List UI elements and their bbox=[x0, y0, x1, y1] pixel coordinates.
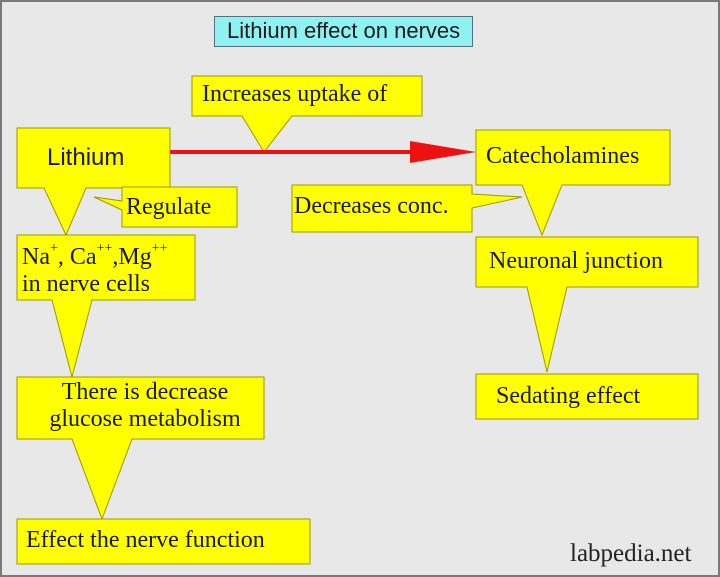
label-glucose: There is decrease glucose metabolism bbox=[30, 379, 260, 433]
ion-mg: ,Mg bbox=[112, 244, 152, 270]
label-regulate: Regulate bbox=[126, 194, 212, 220]
callout-catecholamines-shape bbox=[475, 129, 671, 237]
ion-mg-charge: ++ bbox=[151, 241, 168, 256]
callout-neuronal-junction-shape bbox=[475, 236, 699, 373]
label-lithium: Lithium bbox=[47, 144, 125, 171]
callout-decreases-conc-shape bbox=[291, 184, 523, 233]
diagram-title: Lithium effect on nerves bbox=[214, 16, 474, 47]
callout-regulate-shape bbox=[93, 186, 238, 228]
ion-na: Na bbox=[22, 244, 50, 270]
label-nerve-function: Effect the nerve function bbox=[26, 527, 265, 553]
label-decreases-conc: Decreases conc. bbox=[294, 193, 449, 219]
uptake-arrow-head bbox=[410, 141, 476, 163]
glucose-line1: There is decrease bbox=[61, 379, 229, 405]
label-ions: Na+, Ca++,Mg++ in nerve cells bbox=[22, 241, 168, 298]
label-neuronal-junction: Neuronal junction bbox=[489, 248, 663, 274]
ions-line2: in nerve cells bbox=[22, 270, 150, 297]
label-catecholamines: Catecholamines bbox=[486, 143, 640, 169]
callout-nerve-function-shape bbox=[16, 518, 311, 565]
callout-lithium-shape bbox=[16, 127, 171, 237]
callout-sedating-shape bbox=[475, 373, 699, 420]
label-sedating-effect: Sedating effect bbox=[496, 383, 641, 409]
ion-ca: , Ca bbox=[57, 244, 97, 270]
label-increases-uptake: Increases uptake of bbox=[202, 81, 388, 107]
callout-increases-uptake-shape bbox=[191, 75, 423, 153]
watermark: labpedia.net bbox=[570, 540, 692, 567]
ion-ca-charge: ++ bbox=[96, 241, 113, 256]
callout-glucose-shape bbox=[16, 376, 265, 521]
ion-na-charge: + bbox=[49, 241, 58, 256]
callout-ions-shape bbox=[16, 234, 196, 379]
glucose-line2: glucose metabolism bbox=[49, 405, 241, 432]
